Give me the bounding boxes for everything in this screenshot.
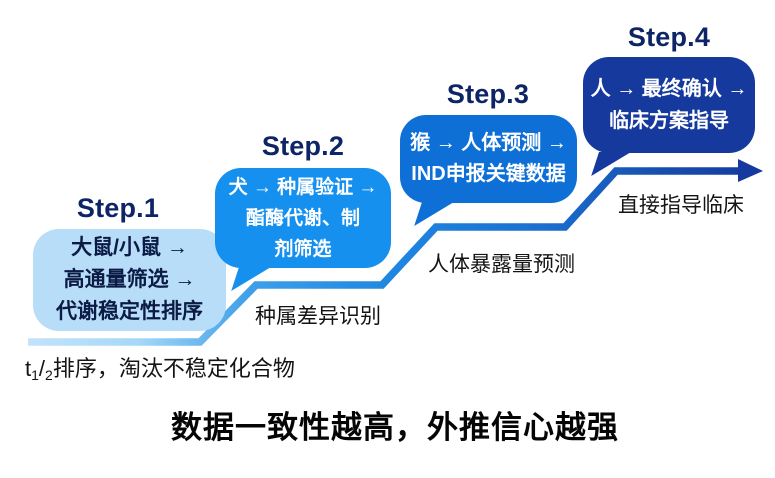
step2-line2: 酯酶代谢、制	[245, 207, 360, 229]
step4-bubble: 人 → 最终确认 → 临床方案指导	[583, 57, 755, 176]
step4-line2: 临床方案指导	[609, 110, 729, 132]
step1-box: 大鼠/小鼠 → 高通量筛选 → 代谢稳定性排序	[33, 229, 226, 331]
bottom-headline: 数据一致性越高，外推信心越强	[171, 410, 619, 445]
step1-caption: t1/2排序，淘汰不稳定化合物	[25, 351, 295, 383]
arrowhead-icon	[738, 159, 763, 182]
step3-heading: Step.3	[446, 79, 530, 109]
step4-caption: 直接指导临床	[618, 194, 744, 217]
step1-caption-text: 排序，淘汰不稳定化合物	[52, 356, 295, 381]
step2-line1: 犬 → 种属验证 →	[228, 176, 378, 198]
step2-caption: 种属差异识别	[255, 305, 381, 328]
step2-line3: 剂筛选	[274, 238, 332, 260]
step1-line1: 大鼠/小鼠 →	[71, 236, 188, 259]
step3-bubble: 猴 → 人体预测 → IND申报关键数据	[400, 115, 577, 226]
t-half-prefix: t	[25, 356, 32, 381]
step1-heading: Step.1	[76, 193, 160, 223]
t-half-slash: /	[38, 356, 46, 381]
step2-bubble: 犬 → 种属验证 → 酯酶代谢、制 剂筛选	[215, 168, 391, 291]
step3-caption: 人体暴露量预测	[428, 253, 575, 276]
t-half-sub1: 1	[31, 367, 39, 383]
step2-heading: Step.2	[261, 131, 345, 161]
t-half-sub2: 2	[45, 367, 53, 383]
step1-line2: 高通量筛选 →	[63, 268, 196, 291]
step3-line1: 猴 → 人体预测 →	[410, 132, 567, 154]
step4-line1: 人 → 最终确认 →	[590, 78, 748, 100]
step4-heading: Step.4	[627, 22, 711, 52]
step3-line2: IND申报关键数据	[411, 163, 566, 185]
step1-line3: 代谢稳定性排序	[56, 300, 203, 323]
